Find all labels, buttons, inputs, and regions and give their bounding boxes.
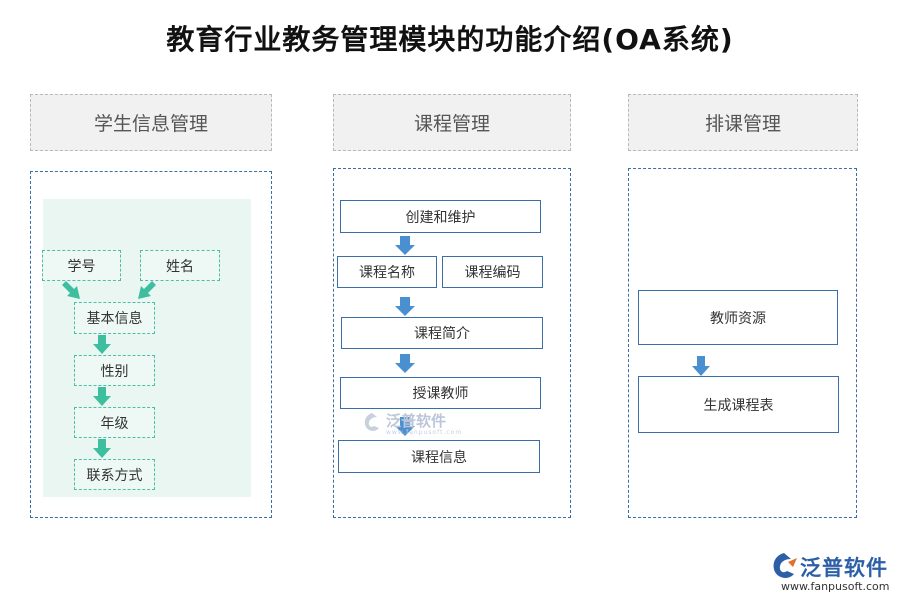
page-title: 教育行业教务管理模块的功能介绍(OA系统): [166, 23, 734, 56]
column-header-course: 课程管理: [333, 94, 571, 151]
watermark-text: 泛普软件: [386, 412, 447, 430]
watermark-subtext: www.fanpusoft.com: [386, 429, 463, 436]
arrow-gender-to-grade-icon: [93, 387, 111, 406]
node-generate-timetable: 生成课程表: [638, 376, 839, 433]
node-contact: 联系方式: [74, 459, 155, 490]
watermark-logo-icon: [364, 413, 379, 431]
node-student-name: 姓名: [140, 250, 220, 281]
node-gender: 性别: [74, 355, 155, 386]
arrow-name-to-intro-icon: [395, 297, 415, 316]
arrow-id-to-basic-icon: [62, 281, 80, 299]
arrow-name-to-basic-icon: [138, 281, 156, 299]
node-course-name: 课程名称: [337, 256, 437, 288]
brand-logo-icon: [773, 553, 797, 578]
node-grade: 年级: [74, 407, 155, 438]
node-course-teacher: 授课教师: [340, 377, 541, 409]
arrow-grade-to-contact-icon: [93, 439, 111, 458]
column-header-schedule: 排课管理: [628, 94, 858, 151]
node-teacher-resource: 教师资源: [638, 290, 838, 345]
node-basic-info: 基本信息: [74, 302, 155, 334]
arrow-create-to-name-icon: [395, 236, 415, 255]
arrow-basic-to-gender-icon: [93, 335, 111, 354]
node-create-maintain: 创建和维护: [340, 200, 541, 233]
node-student-id: 学号: [42, 250, 121, 281]
brand-url: www.fanpusoft.com: [781, 580, 890, 593]
arrow-intro-to-teacher-icon: [395, 354, 415, 373]
brand-name: 泛普软件: [800, 556, 888, 580]
student-flow-background: [43, 199, 251, 497]
node-course-code: 课程编码: [442, 256, 543, 288]
arrow-teacher-to-info-icon: [395, 417, 415, 436]
arrow-resource-to-timetable-icon: [692, 356, 710, 376]
node-course-info: 课程信息: [338, 440, 540, 473]
node-course-intro: 课程简介: [341, 317, 543, 349]
column-header-student: 学生信息管理: [30, 94, 272, 151]
